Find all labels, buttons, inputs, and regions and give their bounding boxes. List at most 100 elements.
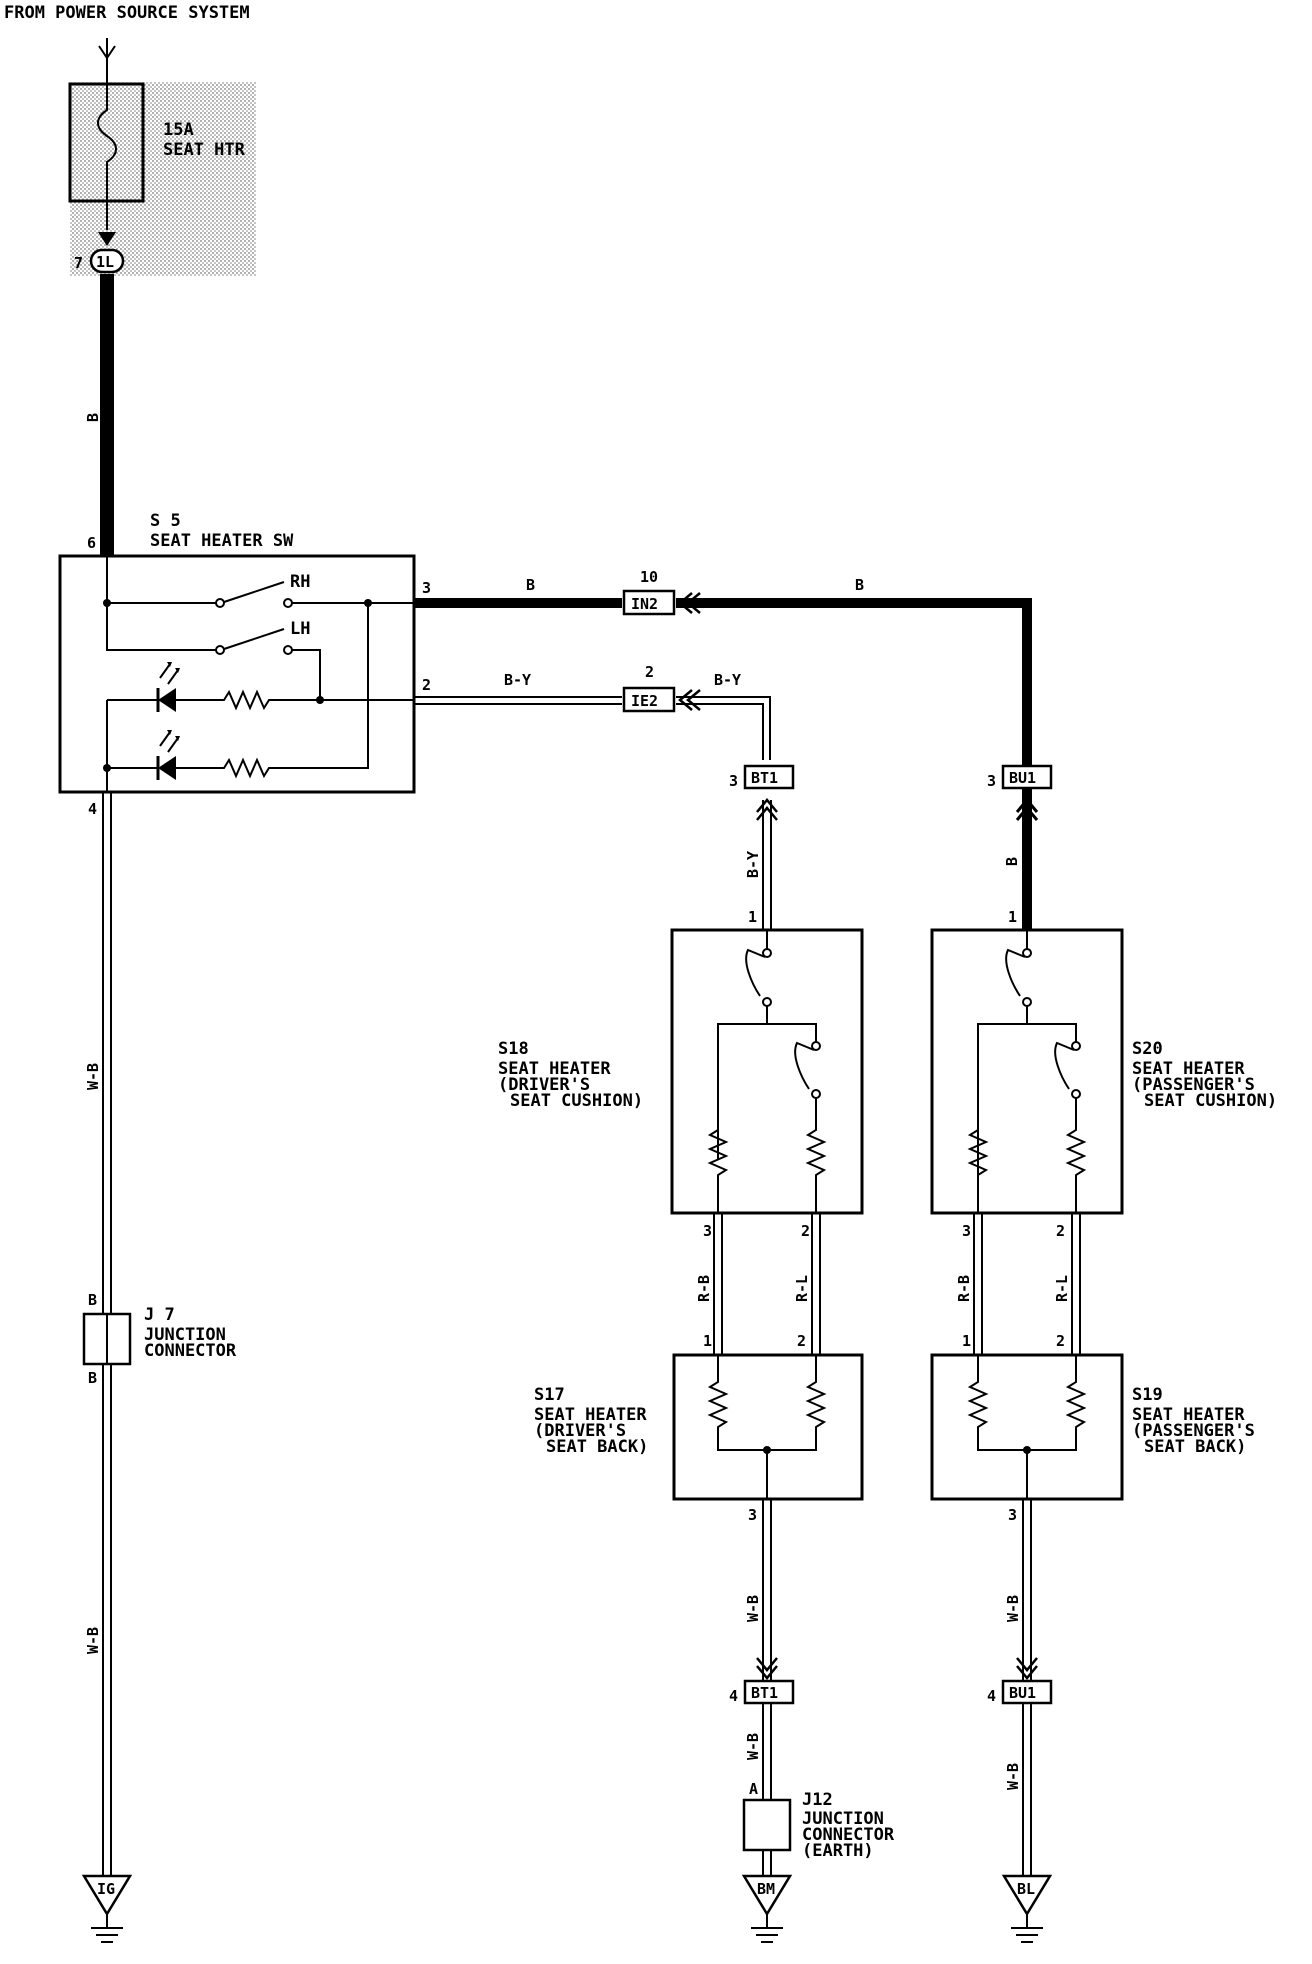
bt1-bot-pin: 4 xyxy=(729,1687,738,1705)
ie2-pin: 2 xyxy=(645,663,654,681)
wire-b-top-right: B xyxy=(855,576,864,594)
j7-line1: JUNCTION xyxy=(144,1325,226,1345)
in2-pin: 10 xyxy=(640,568,658,586)
seat-heater-s19: 1 2 S19 SEAT HEATER (PASSENGER'S SEAT BA… xyxy=(930,1332,1255,1524)
s19-code: S19 xyxy=(1132,1385,1163,1405)
s18-line2: (DRIVER'S xyxy=(498,1075,590,1095)
s18-line1: SEAT HEATER xyxy=(498,1059,611,1079)
junction-connector-j12: A J12 JUNCTION CONNECTOR (EARTH) xyxy=(742,1780,895,1861)
connector-bu1-top: 3 BU1 xyxy=(987,764,1053,821)
wire-rl-passenger: R-L xyxy=(1053,1275,1071,1302)
wire-rl-driver: R-L xyxy=(793,1275,811,1302)
bt1-top-label: BT1 xyxy=(751,769,778,787)
wire-wb-left-lower: W-B xyxy=(84,1627,102,1654)
switch-lh: LH xyxy=(290,619,310,639)
fuse-pin: 7 xyxy=(74,254,83,272)
s18-pin-b: 2 xyxy=(801,1222,810,1240)
connector-bt1-top: 3 BT1 xyxy=(729,764,795,821)
junction-connector-j7: B J 7 JUNCTION CONNECTOR B xyxy=(82,1291,237,1387)
s18-pin-a: 3 xyxy=(703,1222,712,1240)
s19-pin-out: 3 xyxy=(1008,1506,1017,1524)
s19-pin-a: 1 xyxy=(962,1332,971,1350)
s19-pin-b: 2 xyxy=(1056,1332,1065,1350)
ground-ig-label: IG xyxy=(97,1880,115,1898)
wire-wb-passenger-lower: W-B xyxy=(1004,1763,1022,1790)
seat-heater-s20: 1 S20 SEAT HEATER (PASSENGER'S SEAT CUSH… xyxy=(930,908,1277,1240)
bu1-bot-label: BU1 xyxy=(1009,1684,1036,1702)
bu1-top-pin: 3 xyxy=(987,772,996,790)
s17-code: S17 xyxy=(534,1385,565,1405)
s17-line1: SEAT HEATER xyxy=(534,1405,647,1425)
connector-in2: 10 IN2 xyxy=(622,568,701,616)
bt1-bot-label: BT1 xyxy=(751,1684,778,1702)
s17-pin-a: 1 xyxy=(703,1332,712,1350)
fuse-rating: 15A xyxy=(163,120,194,140)
switch-pin-power: 6 xyxy=(87,534,96,552)
wire-rb-passenger: R-B xyxy=(955,1275,973,1302)
wire-by-vertical: B-Y xyxy=(744,851,762,878)
seat-heater-s18: 1 S18 SEAT HEATER (DRIVER'S SEAT CUSHION… xyxy=(498,908,864,1240)
j12-pin: A xyxy=(749,1780,758,1798)
ground-bm: BM xyxy=(741,1874,793,1943)
wire-b-top-left: B xyxy=(526,576,535,594)
j12-line1: JUNCTION xyxy=(802,1809,884,1829)
bu1-top-label: BU1 xyxy=(1009,769,1036,787)
switch-pin-3: 3 xyxy=(422,579,431,597)
s17-line2: (DRIVER'S xyxy=(534,1421,626,1441)
j7-pin-top: B xyxy=(88,1291,97,1309)
ground-bl: BL xyxy=(1001,1874,1053,1943)
switch-pin-2: 2 xyxy=(422,676,431,694)
seat-heater-s17: 1 2 S17 SEAT HEATER (DRIVER'S SEAT BACK)… xyxy=(534,1332,864,1524)
bu1-bot-pin: 4 xyxy=(987,1687,996,1705)
fuse-name: SEAT HTR xyxy=(163,140,246,160)
wire-by-right: B-Y xyxy=(714,671,741,689)
wire-rb-driver: R-B xyxy=(695,1275,713,1302)
wire-wb-left-upper: W-B xyxy=(84,1063,102,1090)
connector-ie2: 2 IE2 xyxy=(622,663,701,713)
s19-line3: SEAT BACK) xyxy=(1144,1437,1246,1457)
s20-line3: SEAT CUSHION) xyxy=(1144,1091,1277,1111)
s20-pin-in: 1 xyxy=(1008,908,1017,926)
s17-pin-b: 2 xyxy=(797,1332,806,1350)
j12-line2: CONNECTOR xyxy=(802,1825,895,1845)
seat-heater-switch: S 5 SEAT HEATER SW 6 RH LH xyxy=(58,511,431,818)
connector-bu1-bottom: 4 BU1 xyxy=(987,1679,1053,1705)
wires-cushion-to-back: R-B R-L R-B R-L xyxy=(695,1213,1081,1355)
s18-code: S18 xyxy=(498,1039,529,1059)
ie2-label: IE2 xyxy=(631,692,658,710)
in2-label: IN2 xyxy=(631,595,658,613)
power-source-label: FROM POWER SOURCE SYSTEM xyxy=(4,3,250,23)
j7-pin-bot: B xyxy=(88,1369,97,1387)
s18-line3: SEAT CUSHION) xyxy=(510,1091,643,1111)
s20-line1: SEAT HEATER xyxy=(1132,1059,1245,1079)
j12-line3: (EARTH) xyxy=(802,1841,874,1861)
switch-rh: RH xyxy=(290,572,310,592)
ground-ig: IG xyxy=(81,1874,133,1943)
wire-wb-driver-back: W-B xyxy=(744,1595,762,1622)
wire-wb-passenger-back: W-B xyxy=(1004,1595,1022,1622)
wire-b-vertical: B xyxy=(1003,857,1021,866)
switch-name: SEAT HEATER SW xyxy=(150,531,294,551)
s20-pin-a: 3 xyxy=(962,1222,971,1240)
fuse-seat-htr: 15A SEAT HTR 7 1L xyxy=(68,38,256,276)
j7-code: J 7 xyxy=(144,1305,175,1325)
j7-line2: CONNECTOR xyxy=(144,1341,237,1361)
fuse-connector: 1L xyxy=(96,253,114,271)
s19-line2: (PASSENGER'S xyxy=(1132,1421,1255,1441)
switch-code: S 5 xyxy=(150,511,181,531)
s20-line2: (PASSENGER'S xyxy=(1132,1075,1255,1095)
s19-line1: SEAT HEATER xyxy=(1132,1405,1245,1425)
wire-b-main: B xyxy=(84,413,102,422)
bt1-top-pin: 3 xyxy=(729,772,738,790)
switch-pin-ground: 4 xyxy=(88,800,97,818)
s18-pin-in: 1 xyxy=(748,908,757,926)
connector-bt1-bottom: 4 BT1 xyxy=(729,1679,795,1705)
s17-line3: SEAT BACK) xyxy=(546,1437,648,1457)
ground-bm-label: BM xyxy=(757,1880,775,1898)
s20-pin-b: 2 xyxy=(1056,1222,1065,1240)
ground-bl-label: BL xyxy=(1017,1880,1035,1898)
wire-wb-driver-lower: W-B xyxy=(744,1733,762,1760)
j12-code: J12 xyxy=(802,1790,833,1810)
s17-pin-out: 3 xyxy=(748,1506,757,1524)
